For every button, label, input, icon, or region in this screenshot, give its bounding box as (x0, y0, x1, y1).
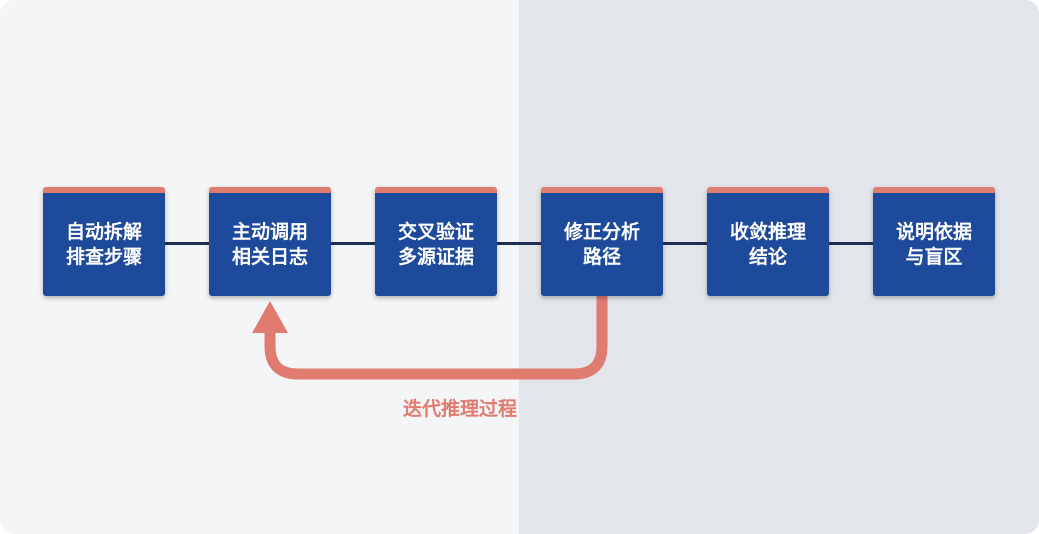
step-3-box: 交叉验证 多源证据 (375, 187, 497, 296)
loop-label: 迭代推理过程 (402, 398, 517, 420)
step-6-box: 说明依据 与盲区 (873, 187, 995, 296)
step-6-line1: 说明依据 (895, 220, 972, 243)
step-5-box: 收敛推理 结论 (707, 187, 829, 296)
loop-arrowhead-icon (252, 301, 288, 333)
step-6-line2: 与盲区 (905, 245, 963, 268)
loop-path (264, 296, 608, 380)
step-5-line1: 收敛推理 (729, 220, 806, 243)
step-1-line2: 排查步骤 (65, 245, 142, 268)
connector-line (104, 242, 934, 245)
step-2-box: 主动调用 相关日志 (209, 187, 331, 296)
step-1-box: 自动拆解 排查步骤 (43, 187, 165, 296)
step-4-line1: 修正分析 (563, 220, 640, 243)
step-5-line2: 结论 (748, 245, 787, 268)
step-2-line2: 相关日志 (231, 245, 308, 268)
step-1-line1: 自动拆解 (65, 220, 142, 243)
step-4-box: 修正分析 路径 (541, 187, 663, 296)
step-3-line2: 多源证据 (397, 245, 474, 268)
step-4-line2: 路径 (582, 245, 621, 268)
step-3-line1: 交叉验证 (397, 220, 474, 243)
step-2-line1: 主动调用 (231, 220, 308, 243)
